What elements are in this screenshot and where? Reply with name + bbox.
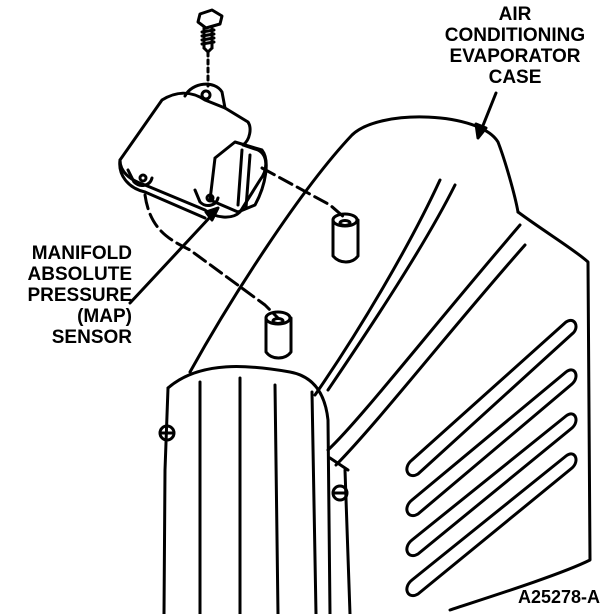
evaporator-case-callout: AIR CONDITIONING EVAPORATOR CASE [420, 4, 608, 88]
case-top-ridge-2 [326, 183, 457, 392]
evaporator-case-front-face [166, 365, 332, 614]
callout-line: AIR [498, 4, 532, 25]
evaporator-case-right-edge [448, 210, 592, 612]
alignment-line-upper [260, 166, 347, 220]
callout-line: CONDITIONING [444, 25, 586, 46]
callout-line: CASE [488, 67, 542, 88]
map-sensor-flange [118, 158, 207, 220]
callout-line: (MAP) [77, 306, 132, 327]
mounting-bolt-icon [196, 8, 224, 88]
map-sensor-right-ear [193, 188, 220, 207]
callout-line: SENSOR [51, 327, 132, 348]
callout-line: MANIFOLD [31, 243, 132, 264]
mounting-stud-upper [331, 212, 360, 264]
callout-line: PRESSURE [27, 285, 132, 306]
callout-line: EVAPORATOR [449, 46, 581, 67]
case-screw-right-icon [331, 484, 349, 502]
case-top-ridge-1 [313, 178, 442, 397]
map-sensor-ear-hole-right [205, 193, 215, 203]
sensor-leader-arrowhead [204, 206, 220, 222]
evaporator-case-top [188, 115, 520, 374]
map-sensor-callout: MANIFOLD ABSOLUTE PRESSURE (MAP) SENSOR [2, 243, 132, 348]
map-sensor-connector-ribs [236, 148, 252, 210]
case-screw-left-icon [158, 424, 176, 442]
case-rib-4 [310, 390, 318, 614]
case-corner-edge-inner [334, 243, 527, 467]
alignment-line-lower [143, 193, 280, 320]
map-sensor-body [118, 91, 268, 219]
sensor-leader-line [128, 213, 214, 305]
evaporator-case-left-edge [162, 386, 170, 614]
map-sensor-left-ear [126, 168, 154, 187]
case-side-slots [405, 319, 578, 597]
map-sensor-ear-hole-left [138, 173, 148, 183]
case-rib-3 [273, 383, 280, 614]
map-sensor-bolt-hole [200, 89, 212, 101]
case-front-lower-rail [328, 456, 350, 472]
figure-id: A25278-A [517, 587, 600, 607]
map-sensor-top-ear [183, 82, 227, 110]
case-leader-arrowhead [474, 122, 488, 140]
callout-line: ABSOLUTE [27, 264, 133, 285]
case-corner-edge [326, 223, 522, 452]
